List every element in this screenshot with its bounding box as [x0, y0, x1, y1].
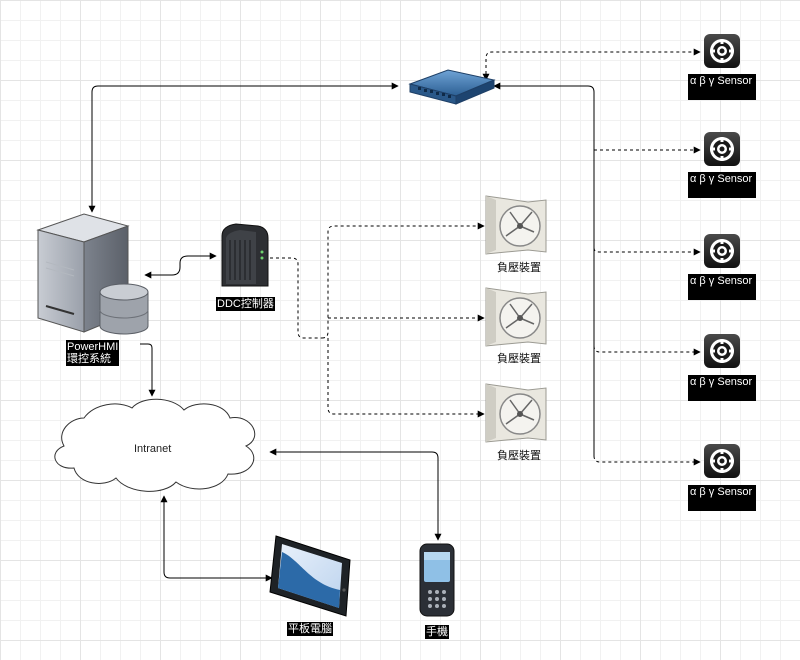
- sensor-1-icon: [704, 34, 740, 68]
- fan-2-label: 負壓裝置: [497, 353, 541, 365]
- fan-3-label: 負壓裝置: [497, 450, 541, 462]
- intranet-label: Intranet: [134, 443, 172, 455]
- sensor-3-label: α β γ Sensor: [688, 274, 756, 300]
- fan-1-label: 負壓裝置: [497, 262, 541, 274]
- tablet-label: 平板電腦: [287, 622, 333, 636]
- ddc-label: DDC控制器: [216, 297, 275, 311]
- database-icon: [99, 283, 149, 335]
- connector-server-switch: [88, 82, 399, 213]
- connector-bus-sensor-3: [593, 247, 701, 256]
- connector-to-fan-3: [327, 338, 485, 418]
- sensor-4-label: α β γ Sensor: [688, 375, 756, 401]
- ddc-controller-icon: [221, 223, 269, 287]
- tablet-icon: [269, 535, 351, 617]
- fan-unit-2-icon: [485, 287, 547, 347]
- connector-switch-sensor-1: [482, 48, 701, 81]
- server-label: PowerHMI 環控系統: [66, 340, 120, 366]
- sensor-1-label: α β γ Sensor: [688, 74, 756, 100]
- connector-to-fan-1: [321, 222, 485, 339]
- sensor-5-icon: [704, 444, 740, 478]
- connector-intranet-phone: [269, 448, 442, 541]
- connector-ddc-fans: [270, 257, 322, 339]
- connector-intranet-tablet: [160, 495, 273, 582]
- sensor-3-icon: [704, 234, 740, 268]
- connector-server-ddc: [144, 252, 217, 279]
- server-label-line1: PowerHMI: [67, 341, 119, 353]
- connector-bus-sensor-5: [593, 455, 701, 466]
- connector-server-intranet: [140, 343, 156, 397]
- server-label-line2: 環控系統: [67, 353, 111, 365]
- connector-bus-sensor-4: [593, 345, 701, 356]
- phone-icon: [419, 543, 455, 617]
- intranet-cloud-icon: [54, 398, 256, 492]
- phone-label: 手機: [425, 625, 449, 639]
- sensor-2-label: α β γ Sensor: [688, 172, 756, 198]
- sensor-5-label: α β γ Sensor: [688, 485, 756, 511]
- fan-unit-1-icon: [485, 195, 547, 255]
- sensor-4-icon: [704, 334, 740, 368]
- network-switch-icon: [408, 69, 496, 105]
- sensor-2-icon: [704, 132, 740, 166]
- fan-unit-3-icon: [485, 383, 547, 443]
- connector-switch-bus: [493, 82, 595, 456]
